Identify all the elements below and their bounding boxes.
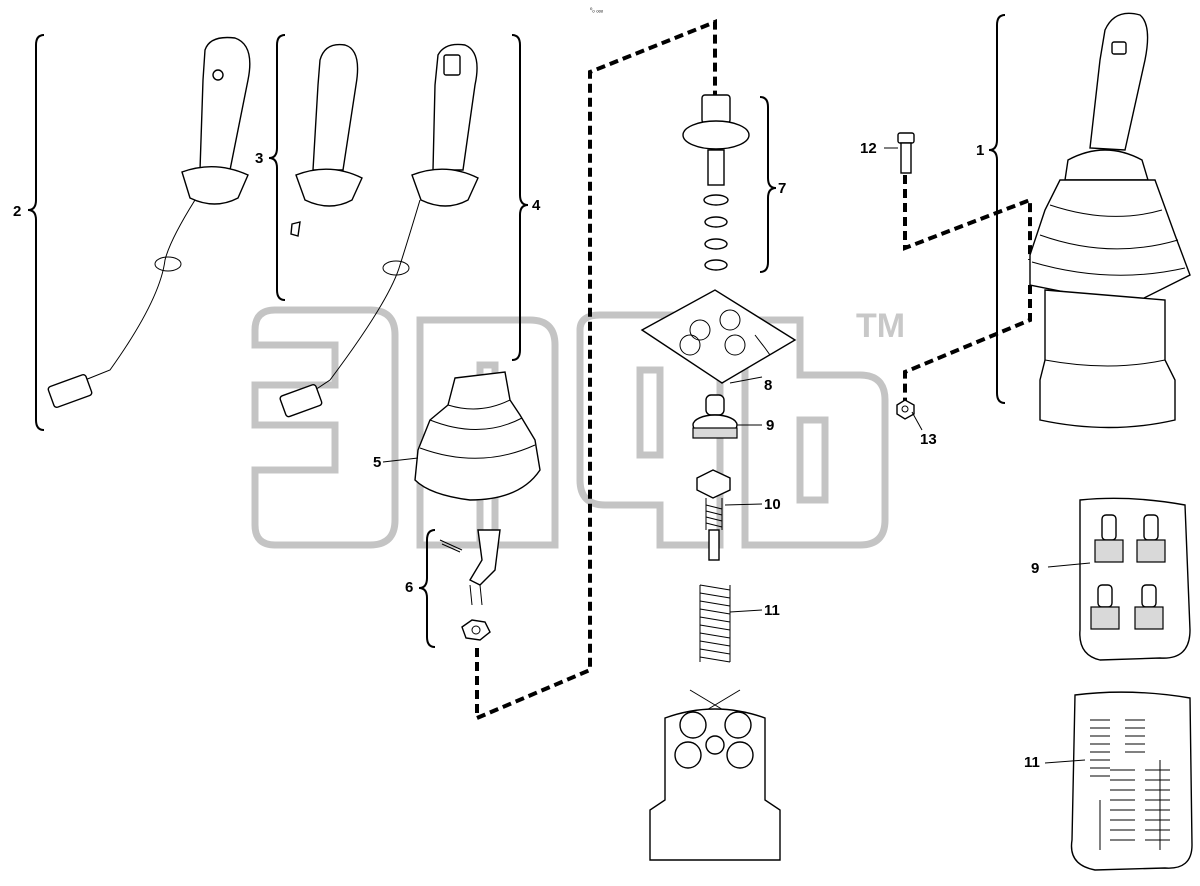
assembly-line-left [475,19,717,722]
drawing-code: ⁰ₒ ₒₒₒ [590,7,604,14]
callout-7: 7 [778,180,786,197]
lever-pin-and-nut [439,529,501,641]
valve-housing [649,689,781,861]
brace-6 [418,529,436,648]
spring-kit-bag [1070,691,1193,871]
callout-12: 12 [860,140,877,157]
plunger-and-orings [682,94,750,271]
callout-13: 13 [920,431,937,448]
callout-4: 4 [532,197,541,214]
brace-7 [759,96,777,273]
callout-9-kit: 9 [1031,560,1039,577]
callout-3: 3 [255,150,263,167]
valve-kit-bag [1079,497,1191,661]
spool-with-spring [696,469,731,561]
watermark-trademark: TM [856,307,905,345]
mounting-plate [640,289,797,384]
callout-1: 1 [976,142,984,159]
callout-11: 11 [764,602,780,619]
callout-8: 8 [764,377,772,394]
brace-4 [511,34,529,361]
valve-cartridge [692,394,738,439]
brace-1 [988,14,1006,404]
assembly-line-right-upper [903,175,1032,260]
callout-leaders [382,147,1091,764]
joystick-handle-with-switch [279,43,479,418]
brace-3 [268,34,286,301]
callout-10: 10 [764,496,781,513]
brace-2 [27,34,45,431]
callout-11-kit: 11 [1024,754,1040,771]
callout-2: 2 [13,203,21,220]
joystick-handle-plain [290,43,363,237]
callout-5: 5 [373,454,381,471]
return-spring [699,584,731,663]
nut [896,399,915,420]
watermark-logo: TM [251,306,905,549]
bolt [897,132,915,174]
callout-9: 9 [766,417,774,434]
assembly-line-right-lower [903,285,1032,405]
joystick-handle-with-cable [47,36,251,409]
complete-joystick-assembly [1029,12,1191,429]
callout-6: 6 [405,579,413,596]
rubber-boot [414,371,541,501]
